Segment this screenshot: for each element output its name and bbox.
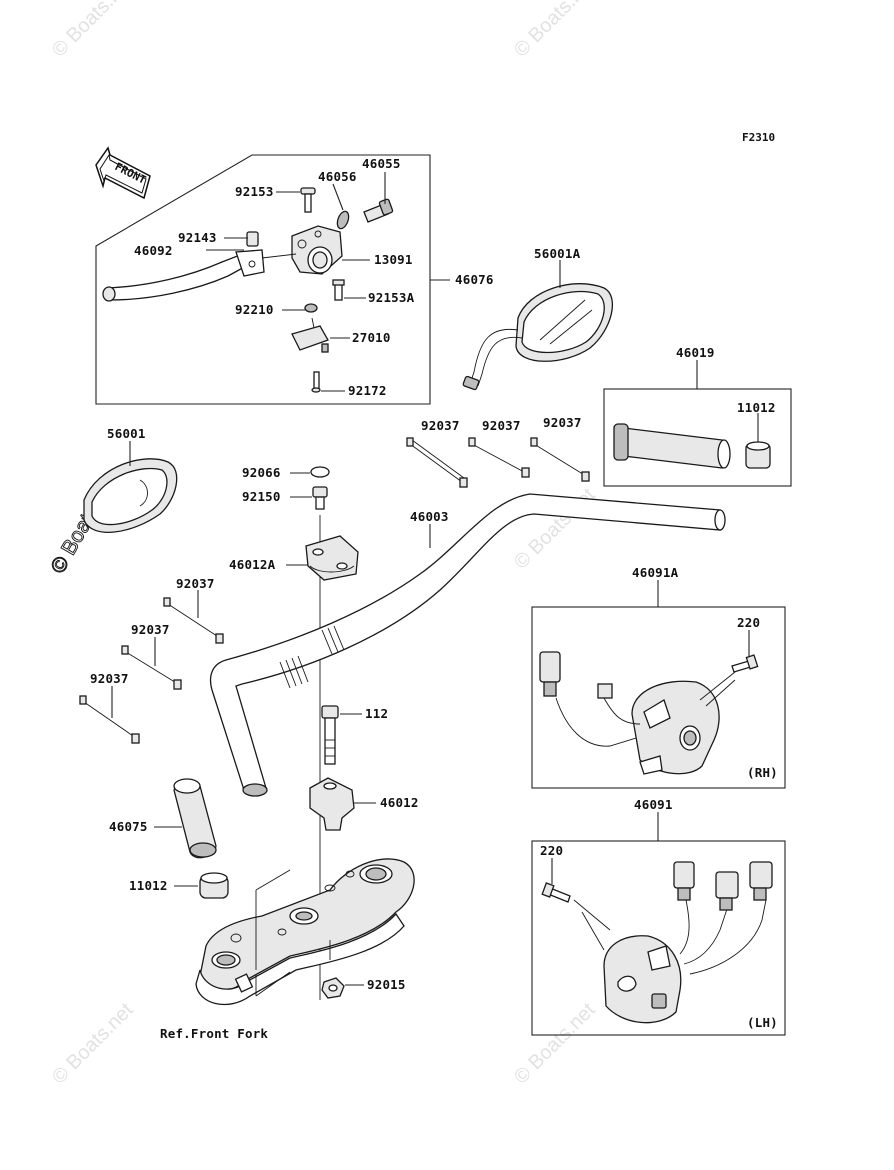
- label-46091A: 46091A: [632, 565, 679, 580]
- label-92037-c: 92037: [543, 415, 582, 430]
- label-220-rh: 220: [737, 615, 760, 630]
- front-arrow: FRONT: [95, 146, 151, 200]
- cable-ties-left: [79, 597, 224, 744]
- label-92066: 92066: [242, 465, 281, 480]
- bracket-lines: [255, 869, 331, 997]
- label-92015: 92015: [367, 977, 406, 992]
- cable-ties-top: [406, 437, 590, 488]
- label-46003: 46003: [410, 509, 449, 524]
- upper-holder-46012A: [305, 535, 359, 581]
- label-92143: 92143: [178, 230, 217, 245]
- label-220-lh: 220: [540, 843, 563, 858]
- lh-screw-220: [541, 882, 571, 903]
- grip-end-cap-bottom: [199, 872, 229, 899]
- leader-lines-lever: [206, 172, 386, 392]
- label-56001: 56001: [107, 426, 146, 441]
- label-92172: 92172: [348, 383, 387, 398]
- clutch-lever: [102, 249, 265, 302]
- mirror-right: [462, 283, 613, 391]
- label-92153: 92153: [235, 184, 274, 199]
- bolt-112: [321, 705, 339, 765]
- cap-92066: [310, 466, 330, 478]
- label-56001A: 56001A: [534, 246, 581, 261]
- lower-holder-46012: [309, 777, 355, 831]
- watermark: © Boats.net: [48, 0, 138, 62]
- upper-triple-clamp: [195, 858, 415, 1006]
- rh-screw-220: [731, 654, 759, 673]
- lh-switch-wiring: [673, 861, 773, 975]
- watermark: © Boats.net: [510, 0, 600, 62]
- lever-holder: [261, 225, 343, 275]
- label-11012-top: 11012: [737, 400, 776, 415]
- label-92037-b: 92037: [482, 418, 521, 433]
- label-92037-e: 92037: [131, 622, 170, 637]
- label-46056: 46056: [318, 169, 357, 184]
- label-46092: 46092: [134, 243, 173, 258]
- screw-92172: [311, 371, 321, 393]
- label-112: 112: [365, 706, 388, 721]
- ref-front-fork-note: Ref.Front Fork: [160, 1026, 268, 1041]
- rh-switch-wiring: [539, 651, 641, 747]
- label-92153A: 92153A: [368, 290, 415, 305]
- mirror-left: [83, 458, 178, 533]
- watermark: © Boats.net: [510, 999, 600, 1089]
- label-92037-a: 92037: [421, 418, 460, 433]
- watermark: © Boats.net: [48, 999, 138, 1089]
- nut-92210: [304, 303, 318, 313]
- throttle-grip: [613, 423, 731, 469]
- label-46019: 46019: [676, 345, 715, 360]
- lh-label: (LH): [747, 1015, 778, 1030]
- label-46091: 46091: [634, 797, 673, 812]
- switch-27010: [291, 317, 329, 353]
- bolt-92153A: [332, 279, 345, 301]
- bolt-92153: [300, 187, 316, 213]
- label-46075: 46075: [109, 819, 148, 834]
- nut-92015: [321, 977, 345, 999]
- label-92037-d: 92037: [176, 576, 215, 591]
- lh-switch-housing: [603, 935, 682, 1024]
- label-46012: 46012: [380, 795, 419, 810]
- collar-92143: [246, 231, 259, 247]
- rh-label: (RH): [747, 765, 778, 780]
- grip-end-cap-top: [745, 441, 771, 469]
- label-92150: 92150: [242, 489, 281, 504]
- washer-46056: [336, 210, 350, 230]
- label-92037-f: 92037: [90, 671, 129, 686]
- label-46055: 46055: [362, 156, 401, 171]
- label-27010: 27010: [352, 330, 391, 345]
- label-46012A: 46012A: [229, 557, 276, 572]
- label-11012-bot: 11012: [129, 878, 168, 893]
- label-13091: 13091: [374, 252, 413, 267]
- diagram-code: F2310: [742, 131, 775, 144]
- left-grip-46075: [173, 778, 217, 859]
- handlebar-46003: [209, 493, 726, 797]
- label-92210: 92210: [235, 302, 274, 317]
- rh-switch-housing: [631, 680, 720, 775]
- label-46076: 46076: [455, 272, 494, 287]
- bolt-92150: [312, 486, 328, 510]
- screw-46055: [363, 198, 394, 223]
